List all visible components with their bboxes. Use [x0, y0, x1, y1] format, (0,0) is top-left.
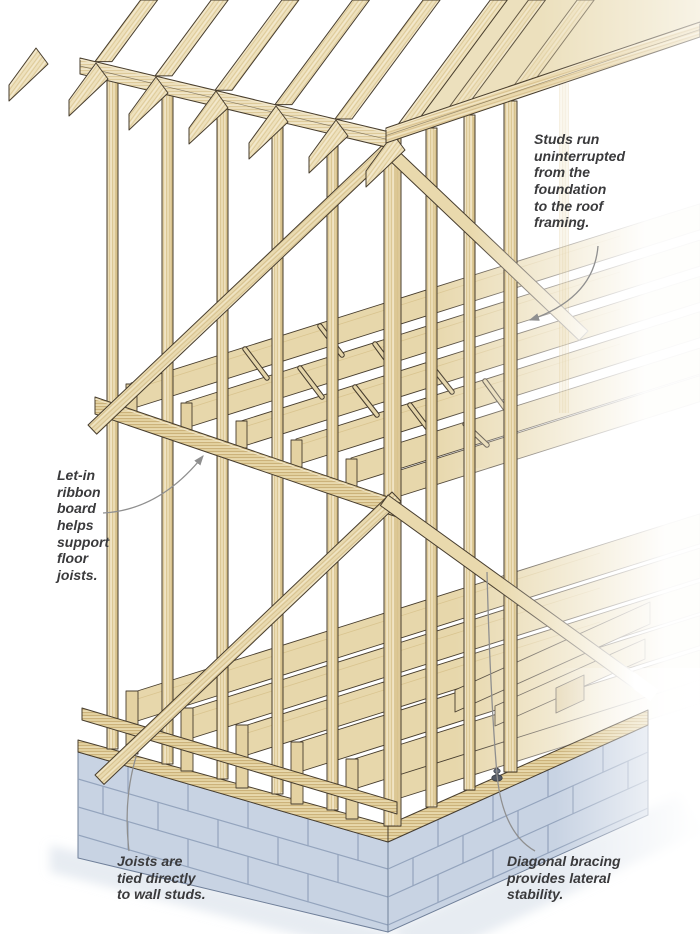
corner-post-side [395, 135, 400, 825]
note-ribbon-board: Let-in ribbon board helps support floor … [57, 467, 110, 583]
foundation-fade [555, 668, 700, 934]
leader-lines [102, 245, 599, 852]
roof-fade [540, 0, 700, 150]
note-diagonal-bracing: Diagonal bracing provides lateral stabil… [507, 853, 621, 903]
leader-joists [126, 756, 137, 852]
stud-faded [559, 83, 569, 413]
rafter-tails [8, 47, 406, 188]
leader-bracing [486, 571, 536, 852]
leader-studs-arrow [528, 245, 599, 321]
first-floor-ledger [81, 707, 398, 815]
leader-ribbon-arrow [102, 454, 204, 514]
diagonal-brace-right-lower [379, 494, 659, 702]
note-studs: Studs run uninterrupted from the foundat… [534, 131, 625, 231]
note-joists: Joists are tied directly to wall studs. [117, 853, 206, 903]
diagonal-brace-left-lower [94, 491, 402, 785]
